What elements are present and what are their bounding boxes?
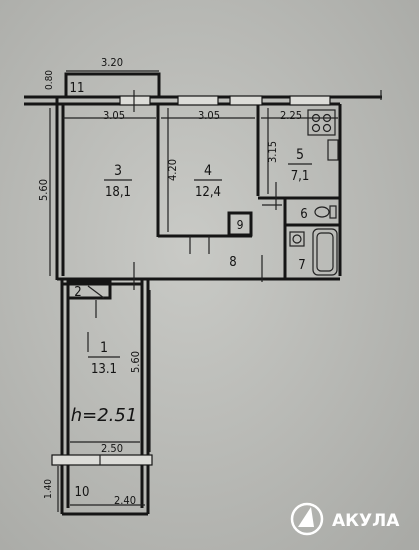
label-balcony-bottom: 10 [75, 485, 90, 500]
dimension-texts: 3.20 0.80 3.05 3.05 2.25 4.20 3.15 5.60 … [37, 56, 302, 507]
room-3-area: 18,1 [105, 185, 131, 200]
room-5: 5 7,1 [288, 147, 312, 184]
room-3-number: 3 [114, 163, 122, 179]
label-balcony-top: 11 [70, 81, 85, 96]
door-marks [87, 90, 282, 352]
sink-icon [327, 139, 339, 161]
room-4: 4 12,4 [194, 163, 222, 200]
room-4-number: 4 [204, 163, 212, 179]
ceiling-height: h=2.51 [71, 405, 138, 426]
dim-balcony-top-width: 3.20 [101, 56, 123, 69]
bathtub-icon [312, 228, 338, 276]
label-hall: 8 [229, 255, 236, 270]
dim-balcony-top-depth: 0.80 [44, 70, 55, 90]
washbasin-icon [289, 231, 305, 247]
dim-room1-width: 2.50 [101, 442, 123, 455]
balcony-top-wall [64, 72, 161, 96]
label-closet: 2 [74, 285, 81, 300]
room-1: 1 13.1 [88, 340, 120, 377]
dim-room4-depth: 4.20 [166, 159, 179, 181]
toilet-icon [314, 205, 337, 219]
room-1-area: 13.1 [91, 362, 117, 377]
windows [51, 95, 331, 466]
room-5-area: 7,1 [291, 169, 310, 184]
dim-kitchen-depth: 3.15 [266, 141, 279, 163]
logo-mark-icon [290, 502, 324, 536]
shark-fin-icon [298, 507, 314, 527]
dim-room3-depth: 5.60 [37, 179, 50, 201]
dimension-lines [49, 70, 382, 512]
label-pantry: 9 [237, 218, 244, 232]
room-4-area: 12,4 [195, 185, 221, 200]
dim-balcony-bottom-width: 2.40 [114, 494, 136, 507]
logo-text: АКУЛА [332, 511, 400, 531]
dim-room1-depth: 5.60 [129, 351, 142, 373]
room-5-number: 5 [296, 147, 304, 163]
dim-room4-width: 3.05 [198, 109, 220, 122]
label-bath: 7 [298, 258, 305, 273]
dim-balcony-bottom-depth: 1.40 [43, 479, 54, 499]
dim-room3-width: 3.05 [103, 109, 125, 122]
room-3: 3 18,1 [104, 163, 132, 200]
label-wc: 6 [300, 207, 307, 222]
room-1-number: 1 [100, 340, 108, 356]
dim-kitchen-width: 2.25 [280, 109, 302, 122]
logo: АКУЛА [290, 502, 400, 536]
